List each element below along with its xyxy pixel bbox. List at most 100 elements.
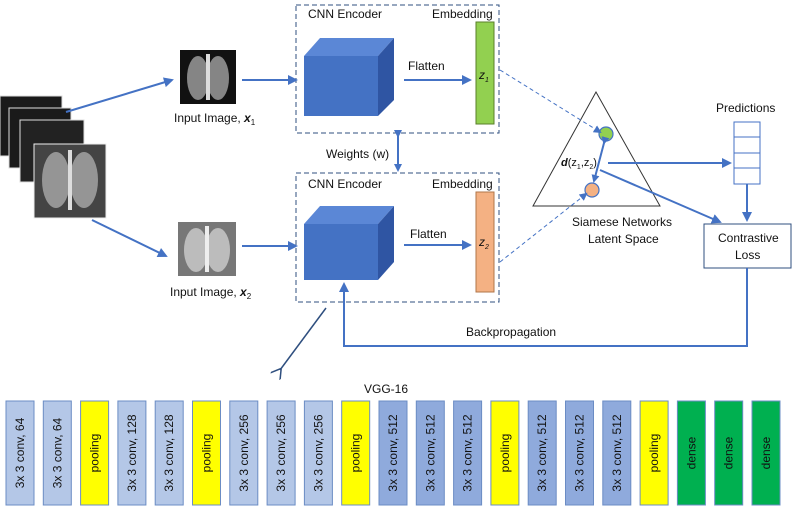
input-image-2 [178,222,236,276]
vgg-layer-conv_a: 3x 3 conv, 128 [117,400,147,506]
vgg-layer-block [751,400,781,506]
vgg-layer-label: 3x 3 conv, 128 [162,414,176,491]
encoder-title-top: CNN Encoder [308,7,382,21]
cnn-cube-top [304,38,394,116]
vgg-layer-pool: pooling [639,400,669,506]
vgg-layer-pool: pooling [192,400,221,506]
cnn-cube-bottom [304,206,394,280]
predictions-label: Predictions [716,101,775,115]
vgg-layer-label: 3x 3 conv, 512 [535,414,549,491]
vgg-layer-block [341,400,371,506]
vgg-layer-conv_b: 3x 3 conv, 512 [565,400,594,506]
projection-z2 [499,192,588,263]
backprop-label: Backpropagation [466,325,556,339]
weights-label: Weights (w) [326,147,389,161]
vgg-layer-block [154,400,184,506]
vgg-layer-block [602,400,632,506]
embedding-title-bottom: Embedding [432,177,493,191]
input-image-2-label: Input Image, x2 [170,285,252,301]
vgg-layer-label: pooling [498,434,512,473]
vgg-layer-label: pooling [647,434,661,473]
vgg-layer-conv_b: 3x 3 conv, 512 [453,400,483,506]
vgg-layer-block [303,400,333,506]
vgg-layer-block [490,400,520,506]
vgg-layers: 3x 3 conv, 64 3x 3 conv, 64 pooling 3x 3 co… [5,400,781,506]
xray-stack [0,95,107,219]
vgg-layer-conv_a: 3x 3 conv, 256 [266,400,296,506]
vgg-layer-block [676,400,706,506]
vgg-layer-block [229,400,259,506]
latent-space-triangle [532,90,661,207]
vgg-layer-block [117,400,147,506]
vgg-layer-block [453,400,483,506]
vgg-layer-label: 3x 3 conv, 128 [125,414,139,491]
z1-label: z1 [478,68,489,84]
latent-node-z2 [584,182,600,198]
vgg-layer-label: 3x 3 conv, 512 [423,414,437,491]
vgg-layer-label: pooling [200,434,214,473]
vgg-layer-block [527,400,557,506]
input-image-1 [180,50,236,104]
vgg-layer-label: 3x 3 conv, 512 [610,414,624,491]
vgg-layer-block [714,400,744,506]
arrow-stack-to-input-2 [91,219,168,257]
input-image-1-label: Input Image, x1 [174,111,256,127]
vgg-layer-block [80,400,110,506]
backprop-line [339,268,748,347]
vgg-layer-label: dense [759,436,773,469]
vgg-layer-label: 3x 3 conv, 512 [386,414,400,491]
vgg-layer-label: 3x 3 conv, 64 [13,417,27,488]
vgg-layer-block [266,400,296,506]
vgg-layer-pool: pooling [341,400,371,506]
embedding-z1 [475,21,495,125]
z2-label: z2 [478,235,489,251]
vgg-layer-conv_b: 3x 3 conv, 512 [378,400,408,506]
vgg-layer-block [42,400,72,506]
flatten-label-top: Flatten [408,59,445,73]
vgg-layer-dense: dense [751,400,781,506]
vgg-layer-block [565,400,594,506]
arrow-to-vgg [280,307,327,370]
vgg-layer-label: 3x 3 conv, 256 [311,414,325,491]
vgg-layer-label: 3x 3 conv, 512 [573,414,587,491]
vgg-layer-conv_a: 3x 3 conv, 256 [229,400,259,506]
projection-z1 [499,69,602,134]
vgg-layer-conv_a: 3x 3 conv, 256 [303,400,333,506]
vgg-layer-block [5,400,35,506]
vgg-layer-block [378,400,408,506]
vgg-layer-block [192,400,221,506]
vgg-layer-label: dense [684,436,698,469]
vgg-layer-label: dense [722,436,736,469]
vgg-layer-label: 3x 3 conv, 256 [274,414,288,491]
vgg-layer-dense: dense [714,400,744,506]
loss-label-1: Contrastive [718,231,779,245]
latent-space-label-1: Siamese Networks [572,215,672,229]
distance-label: d(z1,z2) [561,157,597,171]
vgg-layer-label: 3x 3 conv, 64 [50,417,64,488]
vgg-layer-conv_b: 3x 3 conv, 512 [602,400,632,506]
distance-arrow [591,136,610,183]
vgg-layer-label: 3x 3 conv, 256 [237,414,251,491]
latent-space-label-2: Latent Space [588,232,659,246]
vgg-layer-label: 3x 3 conv, 512 [461,414,475,491]
encoder-title-bottom: CNN Encoder [308,177,382,191]
vgg-layer-label: pooling [88,434,102,473]
vgg-layer-conv_b: 3x 3 conv, 512 [415,400,445,506]
predictions-box [733,121,761,185]
vgg-layer-block [639,400,669,506]
vgg-title: VGG-16 [364,382,408,396]
vgg-layer-conv_a: 3x 3 conv, 64 [42,400,72,506]
vgg-layer-dense: dense [676,400,706,506]
embedding-title-top: Embedding [432,7,493,21]
flatten-label-bottom: Flatten [410,227,447,241]
latent-node-z1 [598,126,614,142]
vgg-layer-pool: pooling [490,400,520,506]
vgg-layer-label: pooling [349,434,363,473]
arrow-stack-to-input-1 [65,77,174,113]
vgg-layer-pool: pooling [80,400,110,506]
vgg-layer-conv_b: 3x 3 conv, 512 [527,400,557,506]
embedding-z2 [475,191,495,293]
vgg-layer-conv_a: 3x 3 conv, 64 [5,400,35,506]
loss-label-2: Loss [735,248,760,262]
